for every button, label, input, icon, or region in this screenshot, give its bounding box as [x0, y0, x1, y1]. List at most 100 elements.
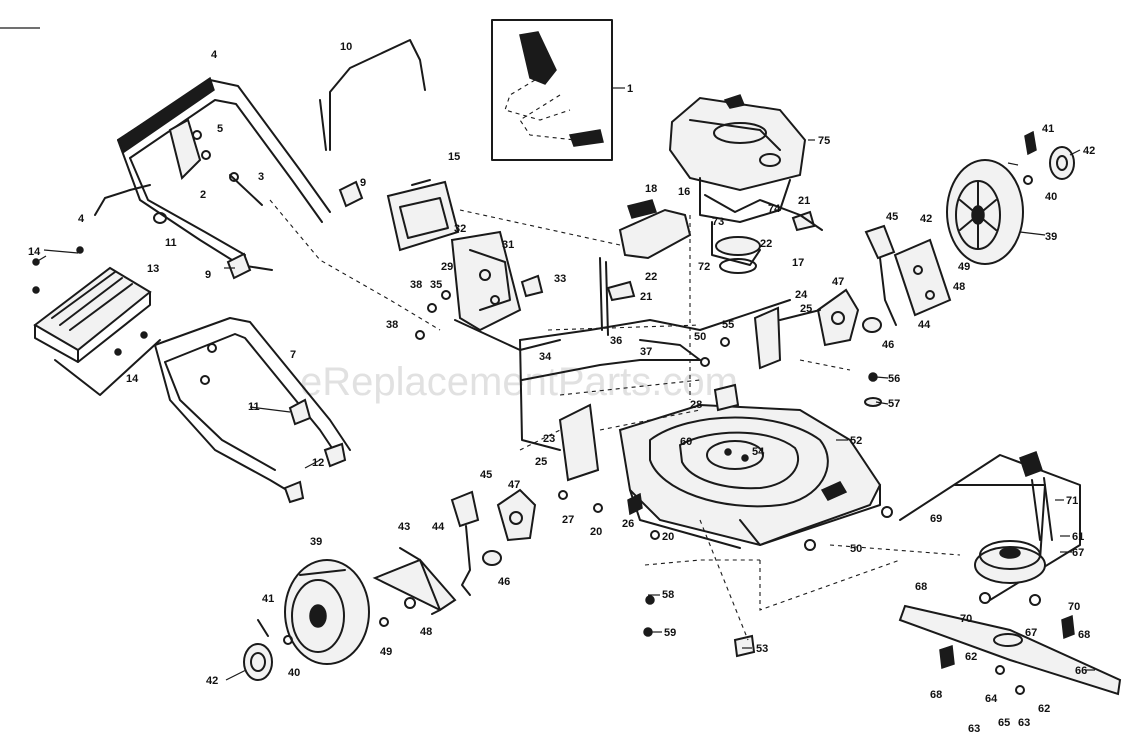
callout-65: 65 [998, 717, 1010, 729]
control-bail [319, 39, 426, 151]
callout-42: 42 [1083, 145, 1095, 157]
callout-37: 37 [640, 346, 652, 358]
callout-36: 36 [610, 335, 622, 347]
callout-40: 40 [1045, 191, 1057, 203]
control-bracket [168, 118, 211, 180]
callout-67b: 67 [1025, 627, 1037, 639]
callout-56: 56 [888, 373, 900, 385]
lower-handle [154, 317, 351, 504]
callout-9: 9 [360, 177, 366, 189]
callout-7: 7 [290, 349, 296, 361]
callout-53: 53 [756, 643, 768, 655]
callout-68: 68 [915, 581, 927, 593]
callout-43: 43 [398, 521, 410, 533]
callout-31: 31 [502, 239, 514, 251]
callout-17: 17 [792, 257, 804, 269]
callout-47: 47 [832, 276, 844, 288]
hubcap-right [1023, 130, 1075, 185]
callout-2: 2 [200, 189, 206, 201]
deck-side-plates [519, 257, 791, 482]
callout-69: 69 [930, 513, 942, 525]
callout-1: 1 [627, 83, 633, 95]
callout-45: 45 [886, 211, 898, 223]
callout-29: 29 [441, 261, 453, 273]
callout-27: 27 [562, 514, 574, 526]
hubcap-left [243, 619, 293, 681]
callout-4: 4 [211, 49, 218, 61]
callout-35: 35 [430, 279, 442, 291]
callout-15: 15 [448, 151, 460, 163]
callout-44: 44 [918, 319, 931, 331]
callout-72: 72 [698, 261, 710, 273]
callout-18: 18 [645, 183, 657, 195]
callout-20b: 20 [662, 531, 674, 543]
callout-62: 62 [965, 651, 977, 663]
callout-45b: 45 [480, 469, 492, 481]
watermark-text: eReplacementParts.com [300, 360, 738, 404]
callout-14b: 14 [126, 373, 139, 385]
callout-68b: 68 [1078, 629, 1090, 641]
link-bracket-18 [618, 199, 692, 260]
callout-49: 49 [958, 261, 970, 273]
callout-32: 32 [454, 223, 466, 235]
upper-handle [117, 76, 331, 271]
blade-inset [898, 451, 1122, 696]
callout-16: 16 [678, 186, 690, 198]
callout-55: 55 [722, 319, 734, 331]
callout-50b: 50 [850, 543, 862, 555]
callout-13: 13 [147, 263, 159, 275]
control-plate-15 [386, 179, 460, 252]
adjuster-plate-47-right [816, 288, 882, 347]
callout-11: 11 [165, 237, 177, 249]
wheel-height-adjuster-left [450, 490, 502, 596]
callout-46b: 46 [498, 576, 510, 588]
control-cable [94, 184, 441, 331]
callout-71: 71 [1066, 495, 1078, 507]
callout-61: 61 [1072, 531, 1084, 543]
callout-14: 14 [28, 246, 41, 258]
callout-62b: 62 [1038, 703, 1050, 715]
callout-63: 63 [968, 723, 980, 735]
callout-25: 25 [800, 303, 812, 315]
callout-9b: 9 [205, 269, 211, 281]
callout-28: 28 [690, 399, 702, 411]
callout-60: 60 [680, 436, 692, 448]
callout-12: 12 [312, 457, 324, 469]
callout-63b: 63 [1018, 717, 1030, 729]
callout-70b: 70 [1068, 601, 1080, 613]
callout-20: 20 [590, 526, 602, 538]
callout-10: 10 [340, 41, 352, 53]
mower-deck [618, 403, 893, 551]
callout-5: 5 [217, 123, 223, 135]
callout-39: 39 [1045, 231, 1057, 243]
assembly-guide-lines [459, 209, 961, 641]
callout-73: 73 [712, 216, 724, 228]
callout-22: 22 [760, 238, 772, 250]
callout-26: 26 [622, 518, 634, 530]
callout-57: 57 [888, 398, 900, 410]
callout-70: 70 [960, 613, 972, 625]
callout-54: 54 [752, 446, 765, 458]
callout-40b: 40 [288, 667, 300, 679]
part-callouts: 1 2 3 4 4 5 7 9 9 10 11 11 12 13 14 14 1… [28, 41, 1095, 735]
callout-68c: 68 [930, 689, 942, 701]
leader-lines [35, 87, 1095, 681]
rear-wheel-right [946, 159, 1024, 265]
engine-pulley-parts [704, 194, 823, 274]
axle-bracket-left [372, 547, 457, 627]
fuel-primer-inset [491, 19, 613, 161]
callout-33: 33 [554, 273, 566, 285]
callout-21b: 21 [640, 291, 652, 303]
callout-4b: 4 [78, 213, 85, 225]
callout-64: 64 [985, 693, 998, 705]
callout-22b: 22 [645, 271, 657, 283]
callout-42c: 42 [206, 675, 218, 687]
adjuster-plate-47-left [496, 488, 537, 542]
callout-58: 58 [662, 589, 674, 601]
callout-23: 23 [543, 433, 555, 445]
grass-bag-top [33, 266, 161, 396]
callout-46: 46 [882, 339, 894, 351]
callout-39b: 39 [310, 536, 322, 548]
callout-67: 67 [1072, 547, 1084, 559]
